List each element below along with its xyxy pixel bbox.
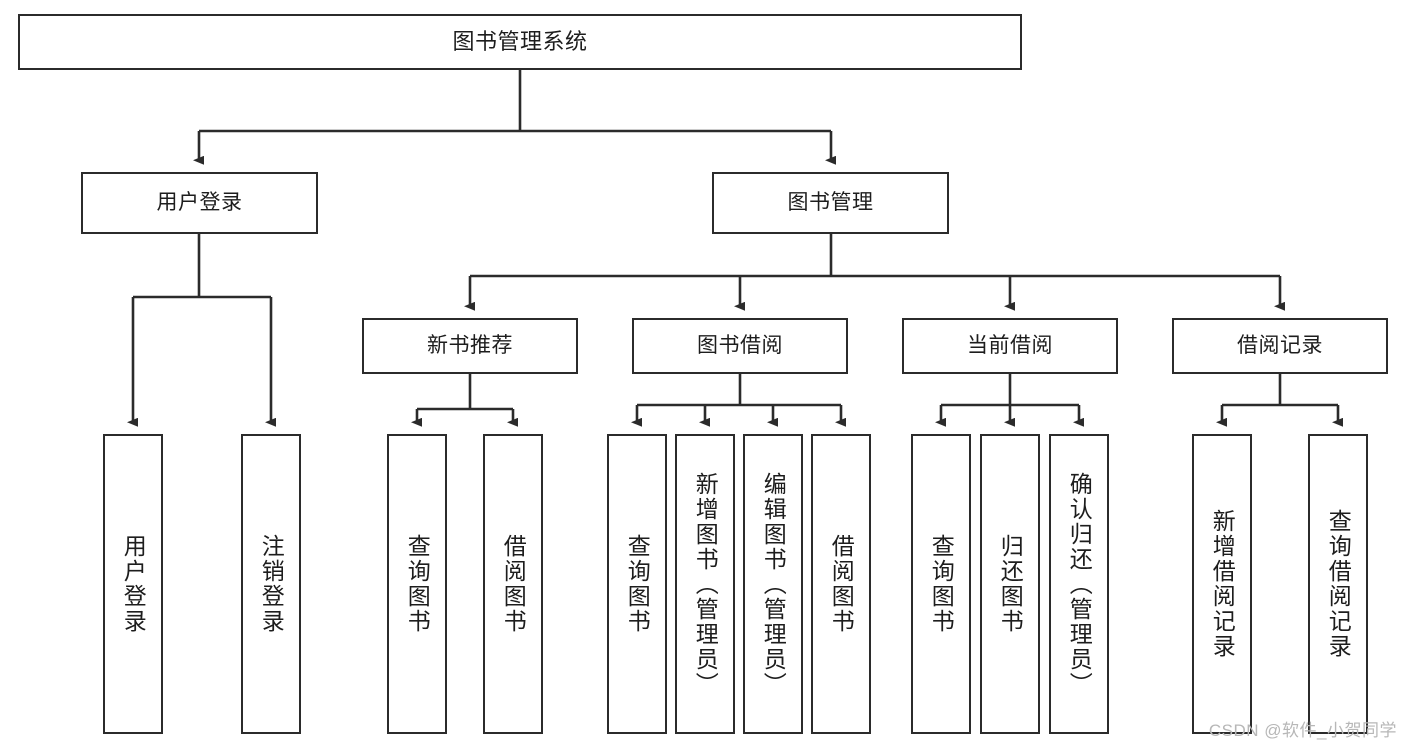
node-leaf-user-login[interactable]: 用户登录 bbox=[103, 434, 163, 734]
node-root-label: 图书管理系统 bbox=[452, 28, 588, 54]
node-leaf-borrow-book-2[interactable]: 借阅图书 bbox=[811, 434, 871, 734]
node-leaf-return-book-label: 归还图书 bbox=[997, 534, 1024, 634]
node-leaf-user-logout[interactable]: 注销登录 bbox=[241, 434, 301, 734]
node-new-book-recommend[interactable]: 新书推荐 bbox=[362, 318, 578, 374]
node-book-borrow[interactable]: 图书借阅 bbox=[632, 318, 848, 374]
node-book-manage-label: 图书管理 bbox=[787, 191, 874, 215]
node-leaf-query-book-1[interactable]: 查询图书 bbox=[387, 434, 447, 734]
node-current-borrow-label: 当前借阅 bbox=[967, 334, 1053, 358]
node-leaf-query-record-label: 查询借阅记录 bbox=[1325, 509, 1352, 659]
node-root[interactable]: 图书管理系统 bbox=[18, 14, 1022, 70]
node-new-book-recommend-label: 新书推荐 bbox=[427, 334, 513, 358]
node-leaf-query-book-1-label: 查询图书 bbox=[404, 534, 431, 634]
node-borrow-record-label: 借阅记录 bbox=[1237, 334, 1323, 358]
node-leaf-query-record[interactable]: 查询借阅记录 bbox=[1308, 434, 1368, 734]
node-borrow-record[interactable]: 借阅记录 bbox=[1172, 318, 1388, 374]
node-leaf-borrow-book-1-label: 借阅图书 bbox=[500, 534, 527, 634]
node-leaf-add-book[interactable]: 新增图书（管理员） bbox=[675, 434, 735, 734]
node-user-login[interactable]: 用户登录 bbox=[81, 172, 318, 234]
node-leaf-user-logout-label: 注销登录 bbox=[258, 534, 285, 634]
node-leaf-add-record-label: 新增借阅记录 bbox=[1209, 509, 1236, 659]
node-leaf-user-login-label: 用户登录 bbox=[120, 534, 147, 634]
watermark: CSDN @软件_小贺同学 bbox=[1208, 721, 1397, 740]
node-book-manage[interactable]: 图书管理 bbox=[712, 172, 949, 234]
node-leaf-add-record[interactable]: 新增借阅记录 bbox=[1192, 434, 1252, 734]
node-current-borrow[interactable]: 当前借阅 bbox=[902, 318, 1118, 374]
node-leaf-return-book[interactable]: 归还图书 bbox=[980, 434, 1040, 734]
node-leaf-query-book-3[interactable]: 查询图书 bbox=[911, 434, 971, 734]
node-leaf-borrow-book-1[interactable]: 借阅图书 bbox=[483, 434, 543, 734]
node-leaf-query-book-2-label: 查询图书 bbox=[624, 534, 651, 634]
node-book-borrow-label: 图书借阅 bbox=[697, 334, 783, 358]
node-leaf-edit-book[interactable]: 编辑图书（管理员） bbox=[743, 434, 803, 734]
node-leaf-confirm-return-label: 确认归还（管理员） bbox=[1066, 471, 1093, 697]
node-leaf-borrow-book-2-label: 借阅图书 bbox=[828, 534, 855, 634]
node-leaf-confirm-return[interactable]: 确认归还（管理员） bbox=[1049, 434, 1109, 734]
node-leaf-query-book-2[interactable]: 查询图书 bbox=[607, 434, 667, 734]
node-leaf-edit-book-label: 编辑图书（管理员） bbox=[760, 471, 787, 697]
node-user-login-label: 用户登录 bbox=[156, 191, 243, 215]
node-leaf-add-book-label: 新增图书（管理员） bbox=[692, 471, 719, 697]
node-leaf-query-book-3-label: 查询图书 bbox=[928, 534, 955, 634]
